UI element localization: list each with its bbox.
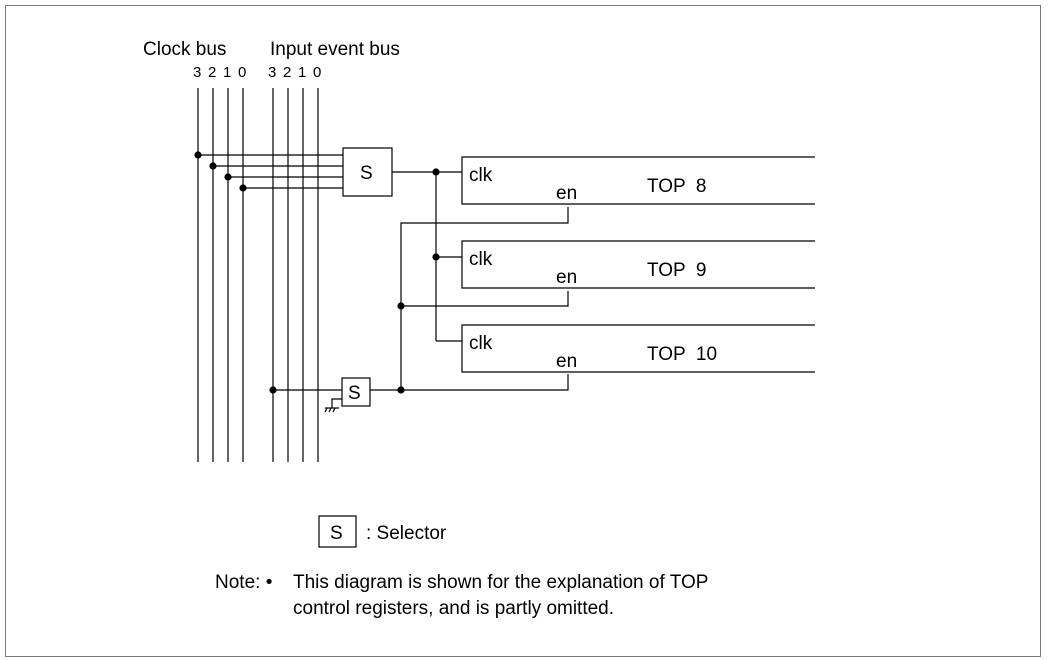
- input-bit-1: 1: [298, 64, 306, 81]
- clock-selector-box: [342, 147, 393, 197]
- enable-selector-label: S: [348, 383, 361, 404]
- top-8-register: clk en TOP 8: [461, 156, 815, 205]
- input-bit-0: 0: [313, 64, 321, 81]
- note-line-1: This diagram is shown for the explanatio…: [293, 572, 708, 593]
- top-8-name: TOP 8: [647, 176, 707, 197]
- diagram-frame: [5, 5, 1041, 657]
- top-8-clk-label: clk: [469, 165, 493, 186]
- top-9-en-label: en: [556, 267, 577, 288]
- enable-selector-inputs: [269, 386, 342, 413]
- input-bit-2: 2: [283, 64, 291, 81]
- top-8-en-label: en: [556, 183, 577, 204]
- top-9-name: TOP 9: [647, 260, 707, 281]
- top-10-clk-label: clk: [469, 333, 493, 354]
- clock-bit-0: 0: [238, 64, 246, 81]
- legend-selector-text: : Selector: [366, 523, 447, 544]
- top-9-clk-label: clk: [469, 249, 493, 270]
- top-9-register: clk en TOP 9: [461, 240, 815, 289]
- top-10-name: TOP 10: [647, 344, 717, 365]
- clock-selector-inputs: [194, 151, 343, 192]
- top-10-en-label: en: [556, 351, 577, 372]
- enable-distribution-wires: [370, 207, 569, 394]
- input-event-bus-label: Input event bus: [270, 39, 400, 60]
- clock-distribution-wires: [392, 168, 462, 342]
- enable-selector-box: [341, 377, 371, 407]
- top-10-register: clk en TOP 10: [461, 324, 815, 373]
- clock-bus-lines: [197, 88, 244, 462]
- clock-bus-label: Clock bus: [143, 39, 226, 60]
- legend-selector-symbol-box: [318, 515, 357, 548]
- note-line-2: control registers, and is partly omitted…: [293, 598, 614, 619]
- legend-selector-symbol: S: [330, 523, 343, 544]
- clock-bit-2: 2: [208, 64, 216, 81]
- input-bit-3: 3: [268, 64, 276, 81]
- input-event-bus-lines: [272, 88, 319, 462]
- clock-bit-3: 3: [193, 64, 201, 81]
- clock-bit-1: 1: [223, 64, 231, 81]
- note-prefix: Note: •: [215, 572, 272, 593]
- clock-selector-label: S: [360, 163, 373, 184]
